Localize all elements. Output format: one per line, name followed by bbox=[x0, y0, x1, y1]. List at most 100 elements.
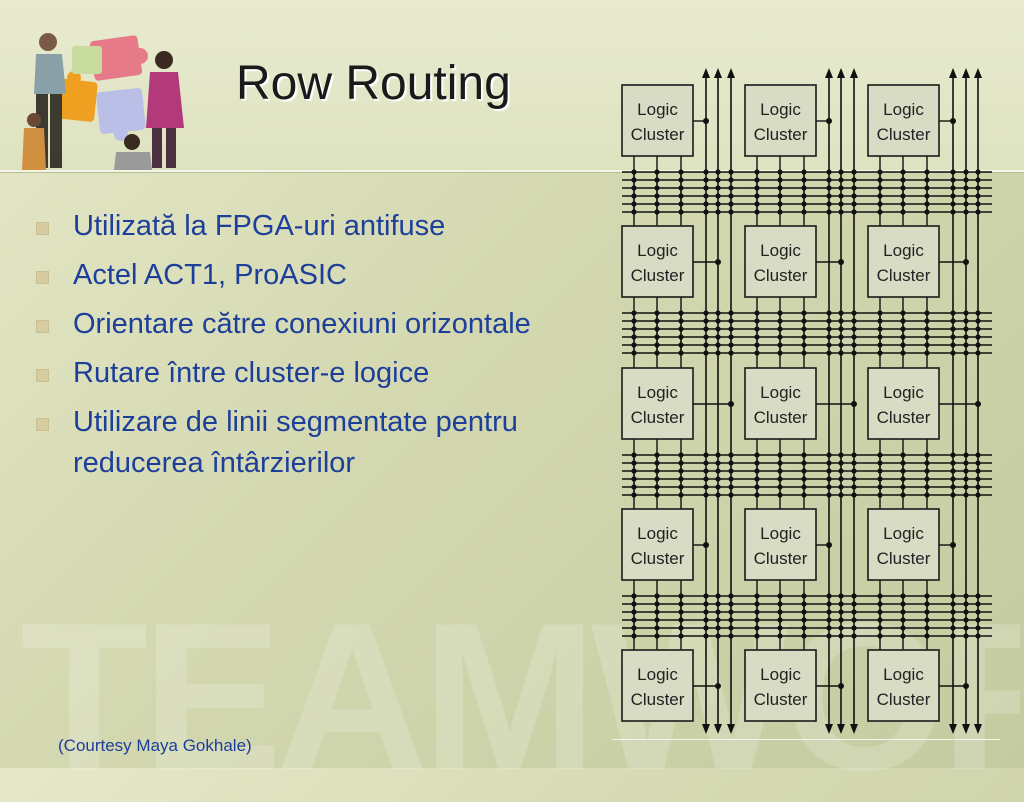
connection-dot bbox=[678, 326, 684, 332]
connection-dot bbox=[950, 617, 956, 623]
connection-dot bbox=[950, 193, 956, 199]
connection-dot bbox=[715, 476, 721, 482]
connection-dot bbox=[851, 401, 857, 407]
connection-dot bbox=[975, 342, 981, 348]
connection-dot bbox=[950, 468, 956, 474]
connection-dot bbox=[963, 342, 969, 348]
connection-dot bbox=[754, 209, 760, 215]
connection-dot bbox=[678, 476, 684, 482]
connection-dot bbox=[975, 201, 981, 207]
connection-dot bbox=[924, 201, 930, 207]
connection-dot bbox=[777, 476, 783, 482]
logic-cluster-label: Logic bbox=[760, 524, 801, 543]
connection-dot bbox=[678, 452, 684, 458]
connection-dot bbox=[801, 617, 807, 623]
connection-dot bbox=[715, 683, 721, 689]
connection-dot bbox=[963, 468, 969, 474]
connection-dot bbox=[777, 633, 783, 639]
row-routing-diagram: LogicClusterLogicClusterLogicClusterLogi… bbox=[621, 68, 992, 734]
connection-dot bbox=[838, 593, 844, 599]
connection-dot bbox=[975, 609, 981, 615]
connection-dot bbox=[838, 350, 844, 356]
connection-dot bbox=[703, 193, 709, 199]
connection-dot bbox=[963, 185, 969, 191]
connection-dot bbox=[654, 310, 660, 316]
connection-dot bbox=[715, 193, 721, 199]
bullet-square-icon bbox=[36, 271, 49, 284]
bullet-square-icon bbox=[36, 418, 49, 431]
connection-dot bbox=[924, 625, 930, 631]
header-divider-shadow bbox=[0, 172, 1024, 173]
bullet-item: Orientare către conexiuni orizontale bbox=[36, 304, 596, 345]
arrow-up-icon bbox=[825, 68, 833, 78]
connection-dot bbox=[826, 193, 832, 199]
connection-dot bbox=[950, 625, 956, 631]
connection-dot bbox=[900, 185, 906, 191]
connection-dot bbox=[801, 342, 807, 348]
connection-dot bbox=[924, 185, 930, 191]
connection-dot bbox=[631, 185, 637, 191]
connection-dot bbox=[678, 593, 684, 599]
connection-dot bbox=[838, 169, 844, 175]
connection-dot bbox=[754, 468, 760, 474]
connection-dot bbox=[703, 334, 709, 340]
logic-cluster-label: Logic bbox=[883, 665, 924, 684]
connection-dot bbox=[715, 468, 721, 474]
connection-dot bbox=[777, 169, 783, 175]
connection-dot bbox=[924, 460, 930, 466]
connection-dot bbox=[801, 334, 807, 340]
connection-dot bbox=[703, 452, 709, 458]
connection-dot bbox=[975, 492, 981, 498]
connection-dot bbox=[728, 310, 734, 316]
connection-dot bbox=[963, 177, 969, 183]
connection-dot bbox=[838, 318, 844, 324]
connection-dot bbox=[777, 492, 783, 498]
arrow-down-icon bbox=[727, 724, 735, 734]
connection-dot bbox=[851, 334, 857, 340]
connection-dot bbox=[950, 484, 956, 490]
logic-cluster-label: Logic bbox=[760, 100, 801, 119]
connection-dot bbox=[963, 259, 969, 265]
connection-dot bbox=[851, 460, 857, 466]
logic-cluster-label: Logic bbox=[637, 241, 678, 260]
connection-dot bbox=[838, 460, 844, 466]
connection-dot bbox=[975, 476, 981, 482]
connection-dot bbox=[631, 476, 637, 482]
connection-dot bbox=[851, 193, 857, 199]
connection-dot bbox=[715, 201, 721, 207]
logic-cluster-label: Logic bbox=[637, 100, 678, 119]
connection-dot bbox=[924, 310, 930, 316]
connection-dot bbox=[963, 617, 969, 623]
connection-dot bbox=[631, 310, 637, 316]
connection-dot bbox=[924, 609, 930, 615]
connection-dot bbox=[703, 185, 709, 191]
connection-dot bbox=[877, 201, 883, 207]
connection-dot bbox=[975, 484, 981, 490]
connection-dot bbox=[950, 177, 956, 183]
logic-cluster-label: Cluster bbox=[754, 408, 808, 427]
connection-dot bbox=[924, 452, 930, 458]
logic-cluster-box bbox=[867, 84, 940, 157]
connection-dot bbox=[963, 452, 969, 458]
connection-dot bbox=[631, 169, 637, 175]
connection-dot bbox=[900, 476, 906, 482]
connection-dot bbox=[715, 326, 721, 332]
connection-dot bbox=[754, 334, 760, 340]
connection-dot bbox=[826, 326, 832, 332]
bullet-text: Utilizată la FPGA-uri antifuse bbox=[73, 210, 446, 242]
connection-dot bbox=[654, 334, 660, 340]
connection-dot bbox=[703, 633, 709, 639]
connection-dot bbox=[801, 310, 807, 316]
connection-dot bbox=[801, 601, 807, 607]
connection-dot bbox=[924, 193, 930, 199]
logic-cluster-box bbox=[867, 225, 940, 298]
logic-cluster-label: Cluster bbox=[754, 690, 808, 709]
bullet-text: Utilizare de linii segmentate pentru red… bbox=[73, 406, 518, 479]
connection-dot bbox=[715, 318, 721, 324]
logic-cluster-label: Cluster bbox=[877, 125, 931, 144]
connection-dot bbox=[654, 484, 660, 490]
connection-dot bbox=[950, 593, 956, 599]
connection-dot bbox=[924, 468, 930, 474]
connection-dot bbox=[678, 492, 684, 498]
connection-dot bbox=[851, 593, 857, 599]
